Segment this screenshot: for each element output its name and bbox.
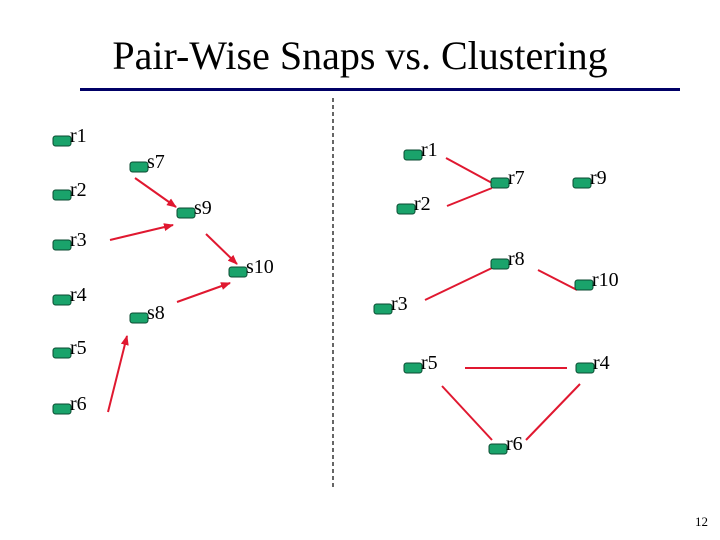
node-icon	[373, 303, 393, 315]
node-label: r5	[70, 337, 87, 359]
node-label: r2	[414, 193, 431, 215]
node-label: r2	[70, 179, 87, 201]
node-label: r3	[391, 293, 408, 315]
right-panel-edge-r8-r3	[424, 267, 493, 301]
right-panel-node-r1: r1	[403, 139, 438, 161]
left-panel-edge-r6-r5	[107, 335, 129, 413]
node-icon	[129, 312, 149, 324]
right-panel-edge-r6-r4	[525, 383, 581, 441]
node-icon	[228, 266, 248, 278]
left-panel-node-r6: r6	[52, 393, 87, 415]
right-panel-edge-r5-r6	[441, 385, 493, 441]
node-icon	[490, 258, 510, 270]
title-underline	[80, 88, 680, 91]
right-panel-node-r4: r4	[575, 352, 610, 374]
node-icon	[52, 135, 72, 147]
left-panel-node-s7: s7	[129, 151, 165, 173]
page-number: 12	[695, 514, 708, 529]
node-label: s9	[194, 197, 212, 219]
left-panel-node-r4: r4	[52, 284, 87, 306]
node-icon	[403, 149, 423, 161]
left-panel-node-s10: s10	[228, 256, 274, 278]
node-label: r6	[506, 433, 523, 455]
node-label: r1	[421, 139, 438, 161]
nodes-layer: r1 r2 r3 r4 r5 r6 s7 s8 s9 s10 r1 r2 r7 r9 r8 r10 r3 r5 r4…	[52, 125, 619, 455]
node-label: r9	[590, 167, 607, 189]
left-panel-node-s9: s9	[176, 197, 212, 219]
node-icon	[129, 161, 149, 173]
right-panel-node-r9: r9	[572, 167, 607, 189]
left-panel-edge-r3-s9	[109, 223, 174, 241]
node-icon	[490, 177, 510, 189]
right-panel-node-r10: r10	[574, 269, 619, 291]
node-label: r5	[421, 352, 438, 374]
node-label: s8	[147, 302, 165, 324]
right-panel-node-r2: r2	[396, 193, 431, 215]
node-label: s7	[147, 151, 165, 173]
node-icon	[52, 294, 72, 306]
node-icon	[575, 362, 595, 374]
node-icon	[572, 177, 592, 189]
node-icon	[488, 443, 508, 455]
left-panel-edge-s9-s10	[205, 233, 238, 265]
node-icon	[52, 189, 72, 201]
right-panel-edge-r8-r10	[537, 269, 578, 291]
node-label: r4	[593, 352, 610, 374]
right-panel-edge-r1-r7	[445, 157, 493, 184]
node-label: r6	[70, 393, 87, 415]
left-panel-edge-s7-s9	[134, 177, 177, 208]
node-label: r10	[592, 269, 619, 291]
left-panel-node-r3: r3	[52, 229, 87, 251]
node-icon	[176, 207, 196, 219]
node-icon	[574, 279, 594, 291]
node-label: r4	[70, 284, 87, 306]
right-panel-node-r6: r6	[488, 433, 523, 455]
node-label: r1	[70, 125, 87, 147]
left-panel-node-s8: s8	[129, 302, 165, 324]
node-icon	[403, 362, 423, 374]
node-icon	[52, 239, 72, 251]
node-icon	[52, 403, 72, 415]
left-panel-node-r2: r2	[52, 179, 87, 201]
right-panel-node-r8: r8	[490, 248, 525, 270]
node-icon	[396, 203, 416, 215]
edges-layer	[107, 157, 581, 441]
left-panel-edge-s8-s10	[176, 282, 231, 303]
right-panel-node-r7: r7	[490, 167, 525, 189]
node-label: s10	[246, 256, 274, 278]
node-label: r7	[508, 167, 525, 189]
left-panel-node-r1: r1	[52, 125, 87, 147]
right-panel-node-r3: r3	[373, 293, 408, 315]
node-icon	[52, 347, 72, 359]
right-panel-node-r5: r5	[403, 352, 438, 374]
slide-title: Pair-Wise Snaps vs. Clustering	[112, 33, 608, 78]
right-panel-edge-r2-r7	[446, 187, 493, 207]
node-label: r8	[508, 248, 525, 270]
left-panel-node-r5: r5	[52, 337, 87, 359]
node-label: r3	[70, 229, 87, 251]
